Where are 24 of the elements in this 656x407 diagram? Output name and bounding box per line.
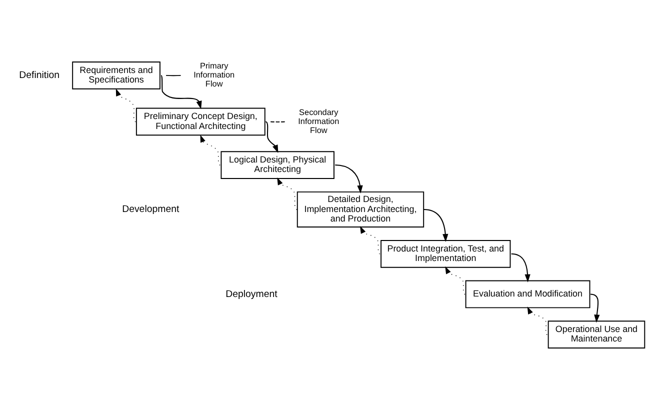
arrow — [590, 294, 600, 323]
node-box: Requirements and Specifications — [72, 62, 160, 90]
legend-label: Secondary Information Flow — [298, 108, 340, 135]
label: Definition — [19, 70, 60, 81]
arrow — [200, 134, 220, 166]
arrow — [265, 121, 278, 154]
arrow — [160, 75, 202, 110]
node-box: Product Integration, Test, and Implementation — [380, 240, 511, 268]
arrow — [335, 164, 363, 194]
arrow — [511, 253, 530, 282]
label: Deployment — [226, 288, 278, 300]
node-box: Detailed Design, Implementation Architecting, and Production — [296, 191, 424, 228]
arrow — [277, 177, 298, 210]
legend-label: Primary Information Flow — [194, 62, 235, 88]
arrow — [527, 306, 548, 335]
node-box: Preliminary Concept Design, Functional Architecting — [136, 108, 266, 136]
label: Development — [122, 204, 180, 216]
arrow — [360, 226, 380, 254]
node-box: Evaluation and Modification — [465, 280, 590, 308]
node-box: Logical Design, Physical Architecting — [220, 151, 334, 179]
node-box: Operational Use and Maintenance — [548, 320, 646, 348]
arrow — [116, 88, 136, 122]
arrow — [424, 208, 448, 242]
arrow — [445, 266, 466, 295]
